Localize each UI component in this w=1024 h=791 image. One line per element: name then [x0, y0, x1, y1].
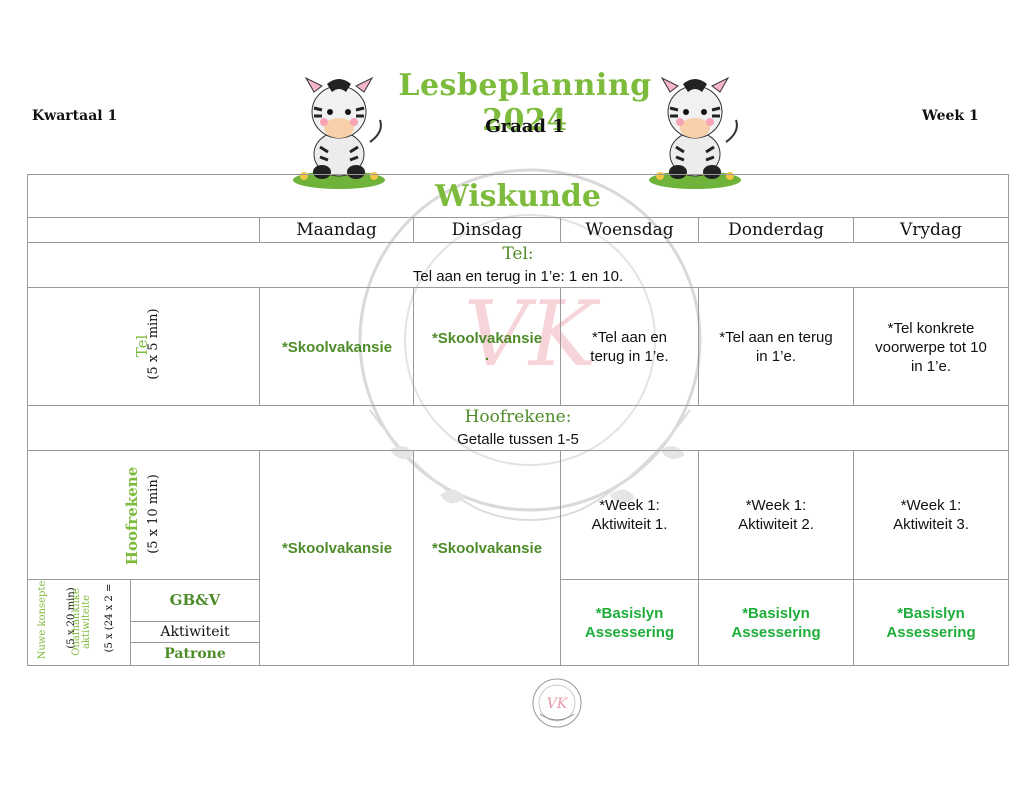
tel-description: Tel aan en terug in 1’e: 1 en 10.: [412, 267, 624, 285]
day-header-monday: Maandag: [296, 220, 377, 240]
grid-line: [27, 405, 1009, 406]
term-label: Kwartaal 1: [32, 108, 118, 124]
sub-row-patrone: Patrone: [164, 646, 226, 662]
grid-line: [1008, 174, 1009, 666]
grid-line: [259, 287, 260, 406]
day-header-wednesday: Woensdag: [585, 220, 674, 240]
basis-cell-friday: *Basislyn Assessering: [886, 605, 976, 641]
grid-line: [560, 579, 1009, 580]
tel-cell-thursday: *Tel aan en terug in 1’e.: [719, 329, 833, 365]
sub-row-gbv: GB&V: [169, 591, 221, 609]
hoofrekene-description: Getalle tussen 1-5: [457, 430, 579, 448]
hoofrekene-cell-wednesday: *Week 1: Aktiwiteit 1.: [591, 497, 668, 533]
tel-cell-monday: *Skoolvakansie: [281, 338, 393, 356]
grid-line: [130, 642, 260, 643]
grid-line: [27, 174, 28, 666]
day-header-friday: Vrydag: [900, 220, 962, 240]
grid-line: [130, 579, 131, 666]
basis-cell-thursday: *Basislyn Assessering: [731, 605, 821, 641]
grid-line: [259, 217, 260, 243]
sub-row-aktiwiteit: Aktiwiteit: [160, 624, 230, 640]
grid-line: [698, 450, 699, 666]
footer-logo: VK: [532, 678, 582, 728]
grid-line: [560, 217, 561, 243]
grid-line: [27, 579, 260, 580]
hoofrekene-row-sub: (5 x 10 min): [146, 474, 161, 554]
onafhanklike-label: Onafhanklike aktiwiteite: [71, 588, 92, 656]
tel-cell-friday: *Tel konkrete voorwerpe tot 10 in 1’e.: [875, 319, 987, 375]
subject-title: Wiskunde: [435, 178, 601, 214]
day-header-thursday: Donderdag: [728, 220, 824, 240]
day-header-tuesday: Dinsdag: [451, 220, 523, 240]
grid-line: [27, 287, 1009, 288]
nuwe-konsepte-label: Nuwe konsepte: [37, 580, 48, 660]
grid-line: [853, 287, 854, 406]
hoofrekene-heading: Hoofrekene:: [464, 407, 572, 427]
basis-cell-wednesday: *Basislyn Assessering: [584, 605, 675, 641]
grid-line: [27, 242, 1009, 243]
hoofrekene-cell-friday: *Week 1: Aktiwiteit 3.: [893, 497, 969, 533]
tel-cell-wednesday: *Tel aan en terug in 1’e.: [590, 329, 669, 365]
grid-line: [698, 217, 699, 243]
grade-label: Graad 1: [485, 116, 565, 137]
grid-line: [853, 450, 854, 666]
grid-line: [27, 174, 1009, 175]
zebra-left-image: [293, 76, 385, 189]
week-label: Week 1: [922, 108, 979, 124]
grid-line: [853, 217, 854, 243]
page-title: Lesbeplanning 2024: [398, 68, 652, 138]
hoofrekene-vakansie-monday: *Skoolvakansie: [281, 539, 393, 557]
grid-line: [259, 450, 260, 666]
hoofrekene-vakansie-tuesday: *Skoolvakansie: [431, 539, 543, 557]
tel-heading: Tel:: [502, 244, 534, 264]
grid-line: [560, 450, 561, 666]
grid-line: [27, 217, 1009, 218]
grid-line: [413, 217, 414, 243]
onafhanklike-sub: (5 x (24 x 2 =: [104, 583, 115, 653]
tel-row-sub: (5 x 5 min): [146, 308, 161, 380]
hoofrekene-cell-thursday: *Week 1: Aktiwiteit 2.: [738, 497, 814, 533]
grid-line: [413, 450, 414, 666]
grid-line: [698, 287, 699, 406]
grid-line: [130, 621, 260, 622]
hoofrekene-row-title: Hoofrekene: [123, 466, 141, 566]
tel-cell-tuesday: *Skoolvakansie .: [431, 330, 543, 364]
grid-line: [27, 450, 1009, 451]
grid-line: [560, 287, 561, 406]
footer-monogram: VK: [547, 696, 569, 712]
grid-line: [413, 287, 414, 406]
grid-line: [27, 665, 1009, 666]
